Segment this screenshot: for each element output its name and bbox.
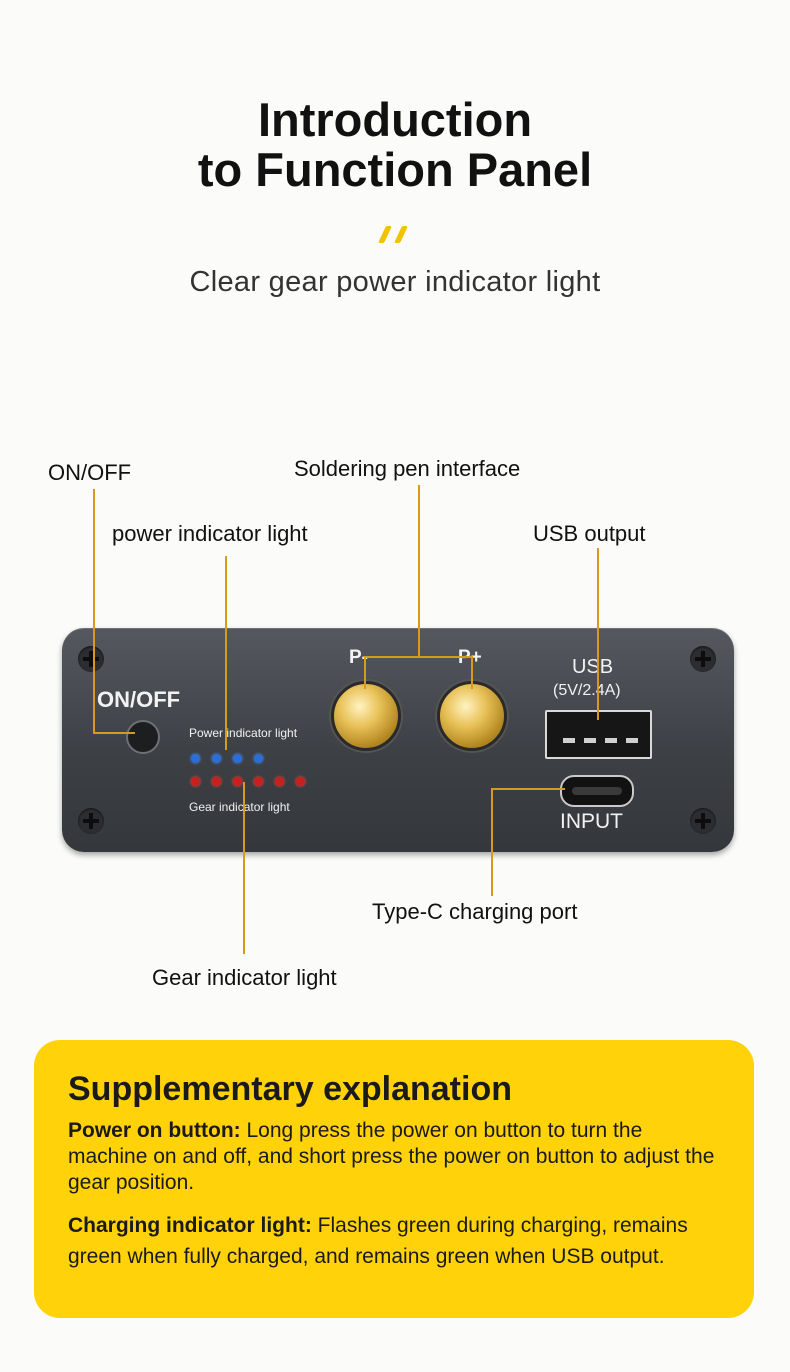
callout-gear-indicator-light: Gear indicator light [152, 965, 337, 990]
usb-label: USB [572, 656, 614, 678]
gear-indicator-led [233, 777, 242, 786]
callout-power-indicator-light: power indicator light [112, 521, 308, 546]
leader-line-soldering-pen [364, 656, 472, 658]
power-button-heading: Power on button: [68, 1119, 241, 1142]
p-minus-label: P- [349, 647, 368, 668]
supplementary-title: Supplementary explanation [68, 1070, 512, 1108]
soldering-pen-p-plus-terminal[interactable] [437, 681, 507, 751]
charging-text: Flashes green during charging, remains g… [68, 1214, 688, 1268]
p-plus-label: P+ [458, 647, 482, 668]
leader-line-soldering-pen [418, 485, 420, 657]
leader-line-soldering-pen [471, 656, 473, 689]
accent-mark-right [394, 226, 408, 243]
page-title-line1: Introduction [257, 93, 533, 146]
soldering-pen-p-minus-terminal[interactable] [331, 681, 401, 751]
leader-line-power-indicator [225, 556, 227, 750]
callout-type-c-charging-port: Type-C charging port [372, 899, 578, 924]
gear-indicator-led [275, 777, 284, 786]
gear-indicator-led [212, 777, 221, 786]
usb-spec-label: (5V/2.4A) [553, 682, 621, 699]
callout-soldering-pen-interface: Soldering pen interface [294, 456, 521, 481]
leader-line-type-c [491, 788, 493, 896]
power-indicator-led [212, 754, 221, 763]
usb-output-port[interactable] [545, 710, 652, 759]
gear-indicator-led [296, 777, 305, 786]
screw-icon [78, 646, 104, 672]
gear-indicator-led [254, 777, 263, 786]
screw-icon [690, 808, 716, 834]
input-label: INPUT [560, 810, 623, 833]
charging-heading: Charging indicator light: [68, 1214, 312, 1237]
panel-power-indicator-label: Power indicator light [189, 726, 298, 740]
power-indicator-led [191, 754, 200, 763]
callout-usb-output: USB output [533, 521, 646, 546]
gear-indicator-led [191, 777, 200, 786]
charging-indicator-explanation: Charging indicator light: Flashes green … [68, 1210, 724, 1272]
leader-line-on-off [93, 732, 135, 734]
leader-line-gear-indicator [243, 782, 245, 954]
screw-icon [690, 646, 716, 672]
power-button[interactable] [126, 720, 160, 754]
power-indicator-led [233, 754, 242, 763]
accent-mark-left [378, 226, 392, 243]
leader-line-on-off [93, 489, 95, 733]
page-title-line2: to Function Panel [197, 143, 593, 196]
callout-on-off: ON/OFF [48, 460, 132, 485]
function-panel: ON/OFF Power indicator light Gear indica… [62, 628, 734, 852]
leader-line-type-c [491, 788, 565, 790]
panel-on-off-label: ON/OFF [97, 687, 181, 712]
leader-line-soldering-pen [364, 656, 366, 689]
power-indicator-led [254, 754, 263, 763]
power-button-explanation: Power on button: Long press the power on… [68, 1118, 724, 1196]
screw-icon [78, 808, 104, 834]
panel-gear-indicator-label: Gear indicator light [189, 800, 290, 814]
leader-line-usb-output [597, 548, 599, 720]
page-subtitle: Clear gear power indicator light [189, 266, 601, 298]
power-button-text: Long press the power on button to turn t… [68, 1119, 715, 1194]
type-c-input-port[interactable] [560, 775, 634, 807]
supplementary-explanation-box: Supplementary explanation Power on butto… [34, 1040, 754, 1318]
